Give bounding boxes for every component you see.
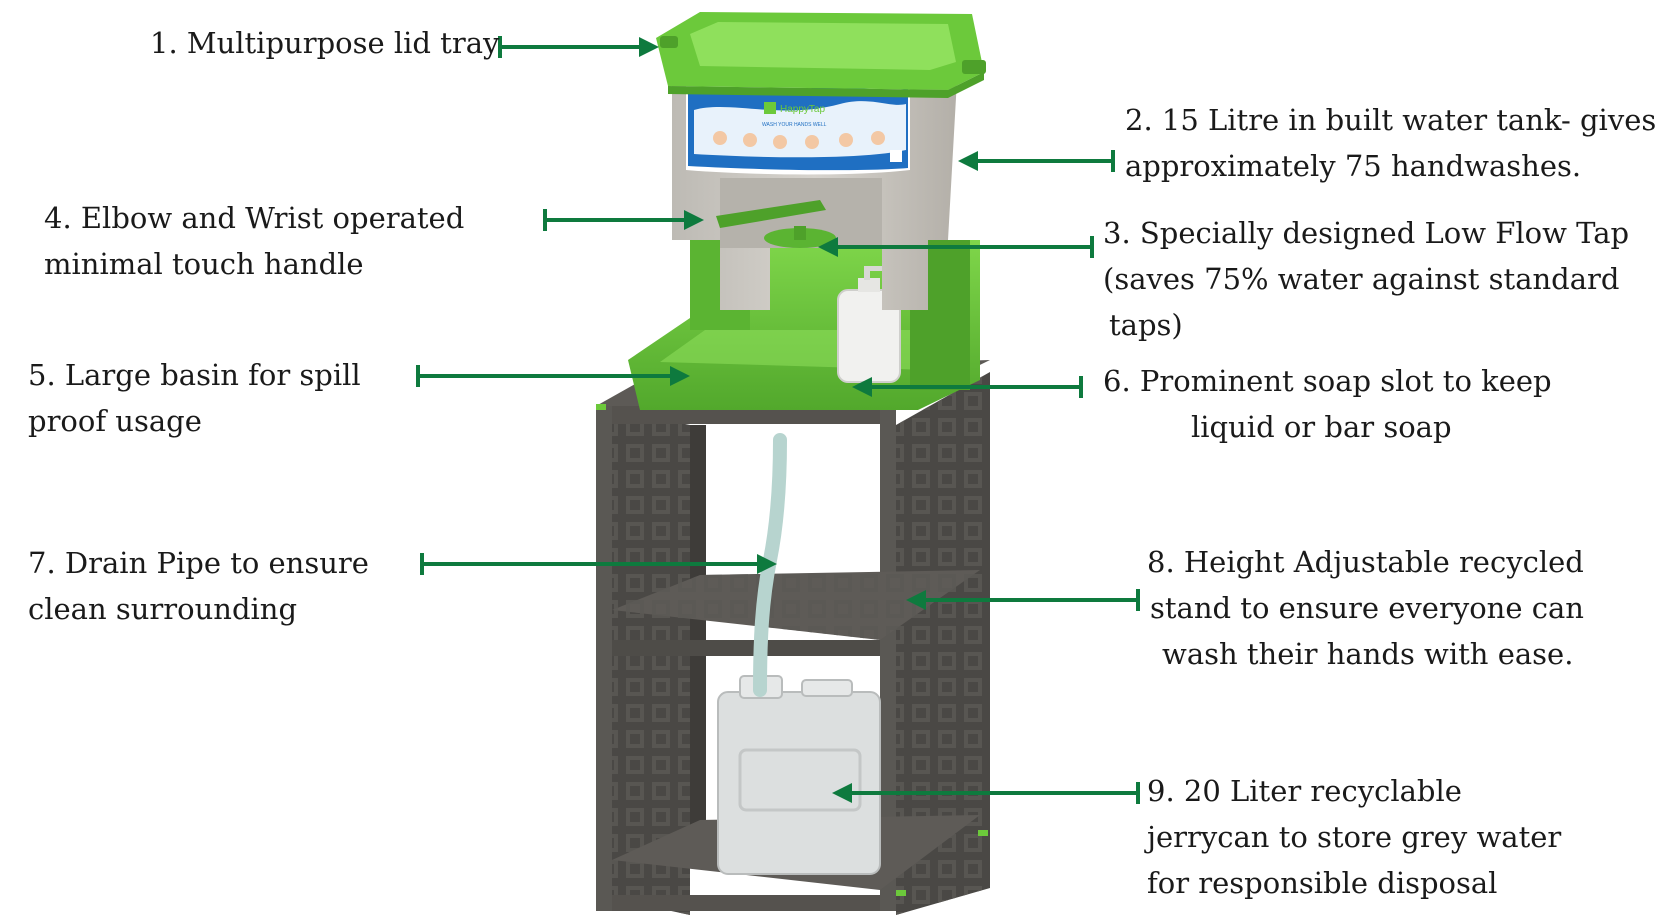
- callout-arrows: [416, 36, 1140, 804]
- callout-jerrycan-line-3: for responsible disposal: [1147, 866, 1498, 900]
- callout-adjustable-stand-line-1: 8. Height Adjustable recycled: [1147, 545, 1584, 579]
- arrow-9: [832, 782, 1140, 804]
- arrow-4: [543, 209, 704, 231]
- callout-soap-slot: 6. Prominent soap slot to keep liquid or…: [1103, 358, 1552, 450]
- arrow-5: [416, 365, 690, 387]
- callout-touch-handle: 4. Elbow and Wrist operated minimal touc…: [44, 195, 464, 287]
- callout-large-basin: 5. Large basin for spill proof usage: [28, 352, 361, 444]
- callout-touch-handle-line-1: 4. Elbow and Wrist operated: [44, 201, 465, 235]
- callout-soap-slot-line-1: 6. Prominent soap slot to keep: [1103, 364, 1552, 398]
- callout-water-tank-line-2: approximately 75 handwashes.: [1125, 149, 1582, 183]
- callout-lid-tray: 1. Multipurpose lid tray: [150, 20, 499, 66]
- arrow-8: [906, 589, 1140, 611]
- callout-soap-slot-line-2: liquid or bar soap: [1191, 410, 1452, 444]
- callout-drain-pipe-line-1: 7. Drain Pipe to ensure: [28, 546, 369, 580]
- decal-panel: HappyTap WASH YOUR HANDS WELL: [686, 84, 910, 175]
- arrow-2: [958, 150, 1115, 172]
- arrow-3: [818, 236, 1094, 258]
- callout-water-tank: 2. 15 Litre in built water tank- gives a…: [1125, 97, 1656, 189]
- callout-adjustable-stand-line-3: wash their hands with ease.: [1162, 637, 1574, 671]
- callout-touch-handle-line-2: minimal touch handle: [44, 247, 364, 281]
- callout-jerrycan-line-1: 9. 20 Liter recyclable: [1147, 774, 1462, 808]
- callout-adjustable-stand: 8. Height Adjustable recycled stand to e…: [1147, 539, 1584, 677]
- callout-low-flow-tap: 3. Specially designed Low Flow Tap (save…: [1103, 210, 1629, 348]
- arrow-6: [852, 376, 1083, 398]
- jerrycan-illustration: [717, 675, 881, 875]
- arrow-7: [420, 553, 777, 575]
- callout-large-basin-line-2: proof usage: [28, 404, 202, 438]
- callout-drain-pipe-line-2: clean surrounding: [28, 592, 298, 626]
- tagline-text: WASH YOUR HANDS WELL: [762, 122, 827, 128]
- callout-drain-pipe: 7. Drain Pipe to ensure clean surroundin…: [28, 540, 369, 632]
- callout-water-tank-line-1: 2. 15 Litre in built water tank- gives: [1125, 103, 1656, 137]
- callout-low-flow-tap-line-2: (saves 75% water against standard: [1103, 262, 1620, 296]
- callout-low-flow-tap-line-3: taps): [1109, 308, 1183, 342]
- arrow-1: [498, 36, 659, 58]
- brand-text: HappyTap: [780, 104, 825, 115]
- soap-bottle-illustration: [837, 266, 901, 383]
- callout-jerrycan: 9. 20 Liter recyclable jerrycan to store…: [1147, 768, 1561, 906]
- water-tank-illustration: HappyTap WASH YOUR HANDS WELL: [672, 62, 958, 310]
- lid-tray-illustration: [656, 12, 986, 98]
- callout-lid-tray-line-1: 1. Multipurpose lid tray: [150, 26, 500, 60]
- callout-low-flow-tap-line-1: 3. Specially designed Low Flow Tap: [1103, 216, 1630, 250]
- callout-large-basin-line-1: 5. Large basin for spill: [28, 358, 361, 392]
- callout-jerrycan-line-2: jerrycan to store grey water: [1147, 820, 1562, 854]
- callout-adjustable-stand-line-2: stand to ensure everyone can: [1150, 591, 1584, 625]
